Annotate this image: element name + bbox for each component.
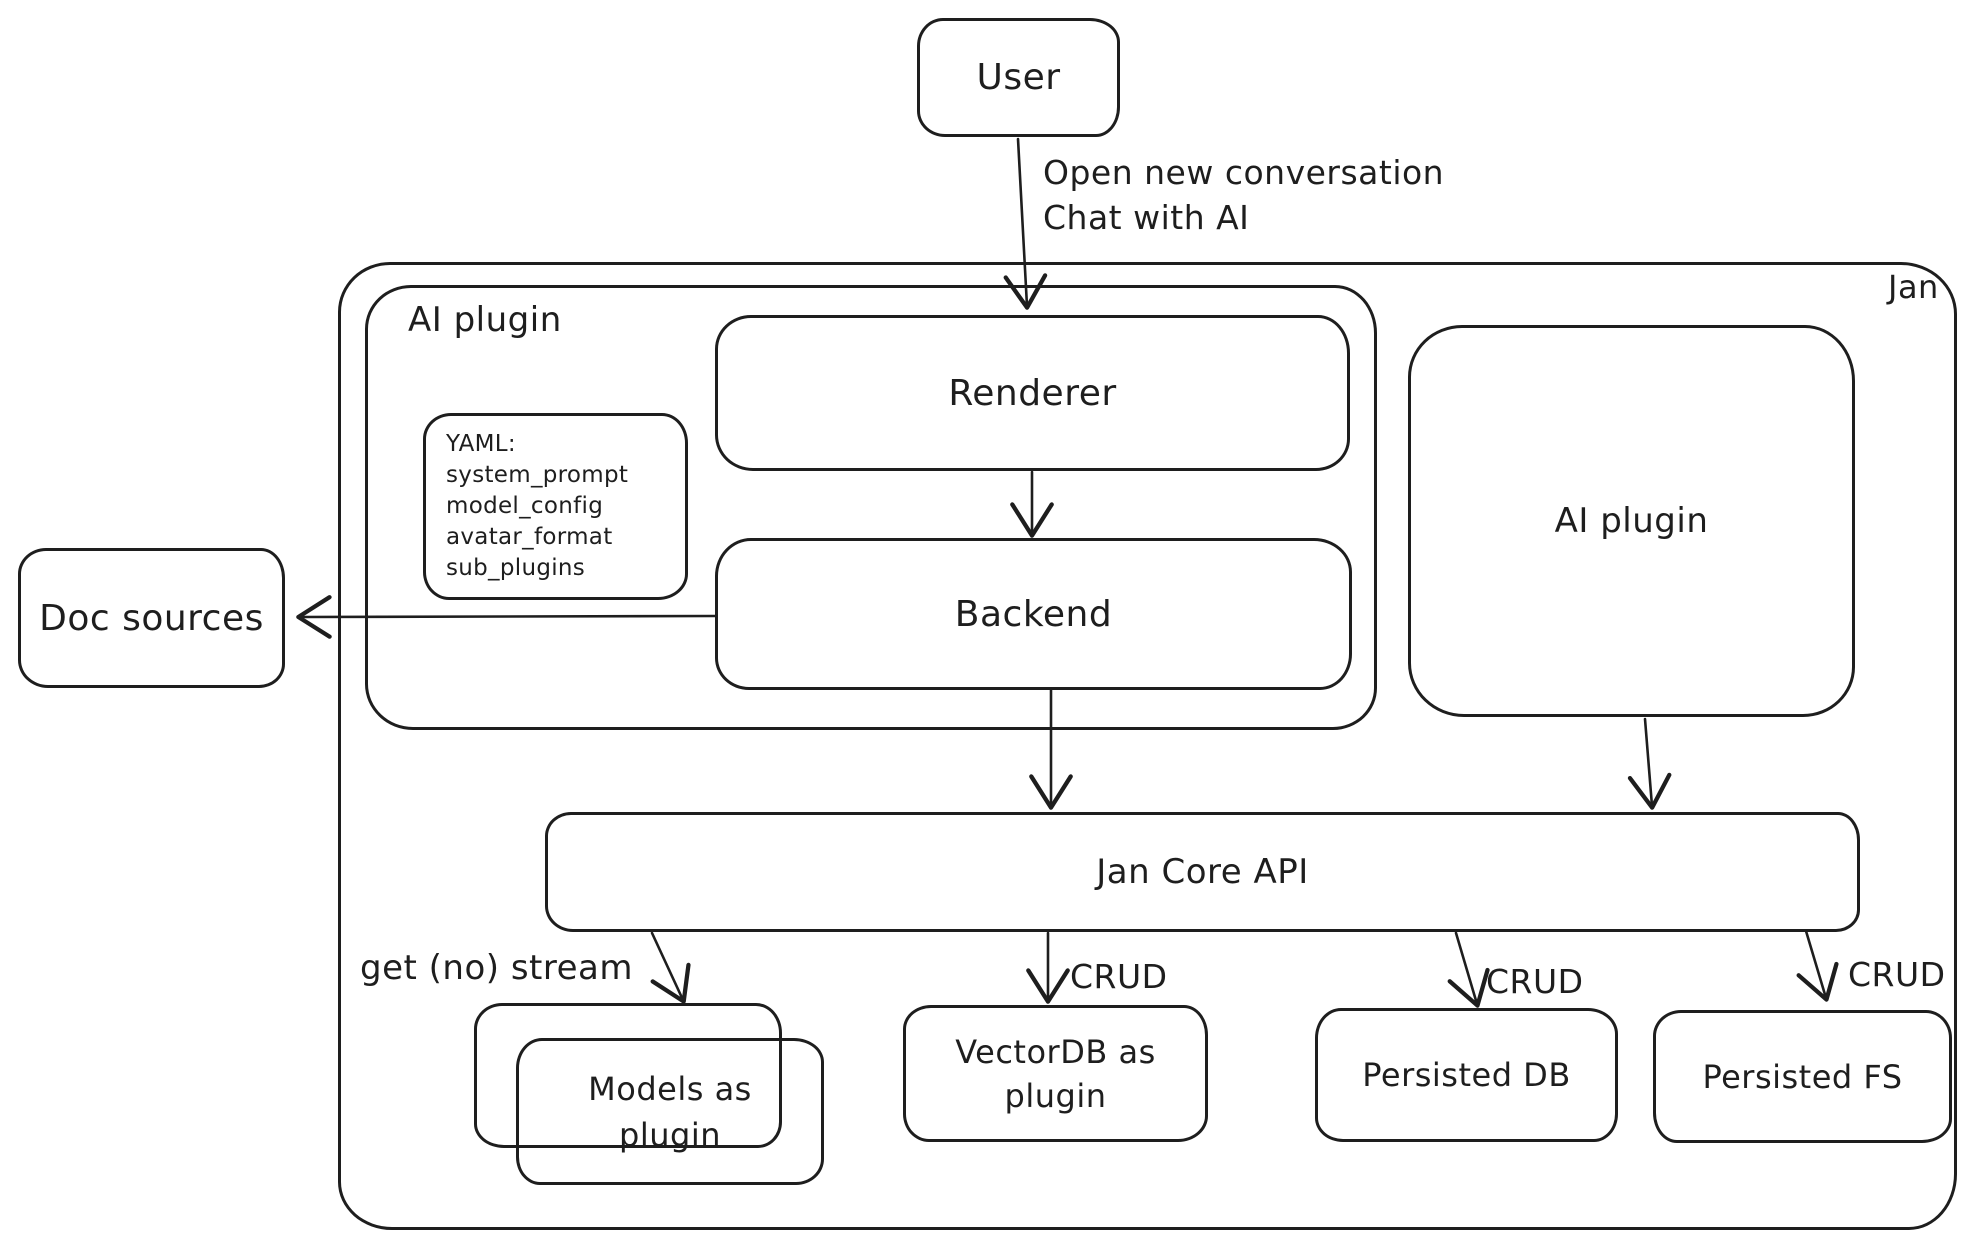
node-backend-label: Backend xyxy=(954,593,1113,635)
node-user-label: User xyxy=(976,57,1061,98)
node-vectordb-label-line: plugin xyxy=(1004,1076,1107,1115)
edge-label-get-no-stream: get (no) stream xyxy=(360,948,633,988)
node-user: User xyxy=(917,18,1120,137)
edge-label-user-to-renderer: Open new conversation Chat with AI xyxy=(1043,150,1444,240)
yaml-line: avatar_format xyxy=(446,524,613,550)
edge-label-line: Open new conversation xyxy=(1043,153,1445,192)
node-ai-plugin-label: AI plugin xyxy=(1554,501,1709,541)
edge-label-crud-persisted-db: CRUD xyxy=(1486,962,1584,1001)
node-ai-plugin: AI plugin xyxy=(1408,325,1855,717)
node-backend: Backend xyxy=(715,538,1352,690)
node-persisted-db: Persisted DB xyxy=(1315,1008,1618,1142)
node-jan-core-api-label: Jan Core API xyxy=(1096,852,1309,892)
yaml-line: system_prompt xyxy=(446,462,629,488)
container-jan xyxy=(338,262,1957,1230)
yaml-line: YAML: xyxy=(446,431,516,457)
node-yaml-note: YAML: system_prompt model_config avatar_… xyxy=(423,413,688,600)
node-doc-sources-label: Doc sources xyxy=(39,597,264,639)
node-models-as-plugin-back xyxy=(474,1003,782,1148)
node-doc-sources: Doc sources xyxy=(18,548,285,688)
yaml-line: model_config xyxy=(446,493,604,519)
node-vectordb-as-plugin: VectorDB as plugin xyxy=(903,1005,1208,1142)
node-persisted-fs: Persisted FS xyxy=(1653,1010,1952,1143)
container-ai-plugin xyxy=(365,285,1377,730)
node-renderer: Renderer xyxy=(715,315,1350,471)
node-models-as-plugin-label-line: Models as xyxy=(588,1069,752,1108)
node-renderer-label: Renderer xyxy=(948,372,1117,414)
node-models-as-plugin-label-line: plugin xyxy=(619,1115,721,1154)
node-persisted-fs-label: Persisted FS xyxy=(1702,1057,1903,1096)
node-jan-core-api: Jan Core API xyxy=(545,812,1860,932)
edge-label-crud-persisted-fs: CRUD xyxy=(1848,955,1946,994)
edge-label-line: Chat with AI xyxy=(1043,198,1250,237)
node-vectordb-label-line: VectorDB as xyxy=(955,1032,1156,1071)
node-persisted-db-label: Persisted DB xyxy=(1362,1056,1571,1094)
container-jan-label: Jan xyxy=(1888,268,1939,306)
yaml-line: sub_plugins xyxy=(446,555,586,581)
node-models-as-plugin: Models as plugin xyxy=(516,1038,824,1185)
container-ai-plugin-label: AI plugin xyxy=(408,300,562,340)
edge-label-crud-vectordb: CRUD xyxy=(1070,957,1168,996)
